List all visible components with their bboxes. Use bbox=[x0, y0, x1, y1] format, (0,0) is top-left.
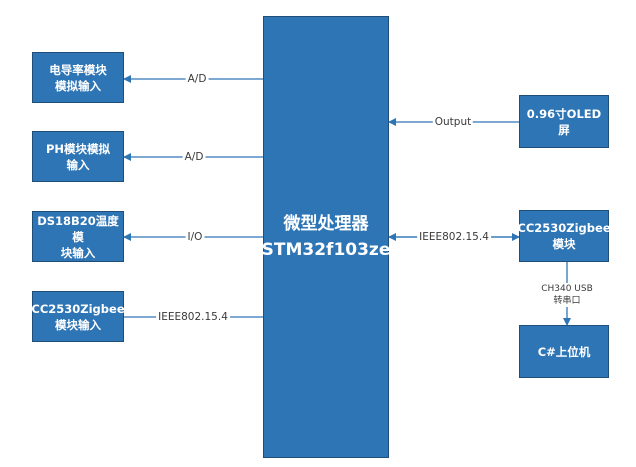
edge-label-ph: A/D bbox=[182, 151, 206, 163]
edge-label-zigbee-module: IEEE802.15.4 bbox=[417, 231, 491, 243]
edge-label-oled: Output bbox=[432, 116, 474, 128]
edge-label-zigbee-in: IEEE802.15.4 bbox=[156, 311, 230, 323]
microcontroller-box: 微型处理器 STM32f103ze bbox=[261, 16, 391, 458]
zigbee-module-box: CC2530Zigbee 模块 bbox=[517, 210, 611, 262]
csharp-host-label: C#上位机 bbox=[537, 344, 591, 359]
microcontroller-title: 微型处理器 bbox=[283, 214, 369, 234]
ph-input-box: PH模块模拟 输入 bbox=[32, 131, 124, 182]
zigbee-input-label: CC2530Zigbee 模块输入 bbox=[31, 301, 125, 332]
oled-screen-label: 0.96寸OLED屏 bbox=[526, 106, 602, 137]
edge-label-serial: CH340 USB 转串口 bbox=[539, 283, 595, 307]
temperature-input-label: DS18B20温度模 块输入 bbox=[37, 213, 119, 260]
zigbee-module-label: CC2530Zigbee 模块 bbox=[517, 221, 611, 251]
conductivity-input-box: 电导率模块 模拟输入 bbox=[32, 52, 124, 103]
edge-label-temperature: I/O bbox=[185, 231, 205, 243]
microcontroller-model: STM32f103ze bbox=[261, 240, 391, 260]
ph-input-label: PH模块模拟 输入 bbox=[45, 141, 111, 172]
edge-label-conductivity: A/D bbox=[185, 73, 209, 85]
conductivity-input-label: 电导率模块 模拟输入 bbox=[49, 62, 107, 93]
zigbee-input-box: CC2530Zigbee 模块输入 bbox=[31, 291, 125, 342]
temperature-input-box: DS18B20温度模 块输入 bbox=[32, 211, 124, 262]
csharp-host-box: C#上位机 bbox=[519, 325, 609, 378]
oled-screen-box: 0.96寸OLED屏 bbox=[519, 95, 609, 148]
